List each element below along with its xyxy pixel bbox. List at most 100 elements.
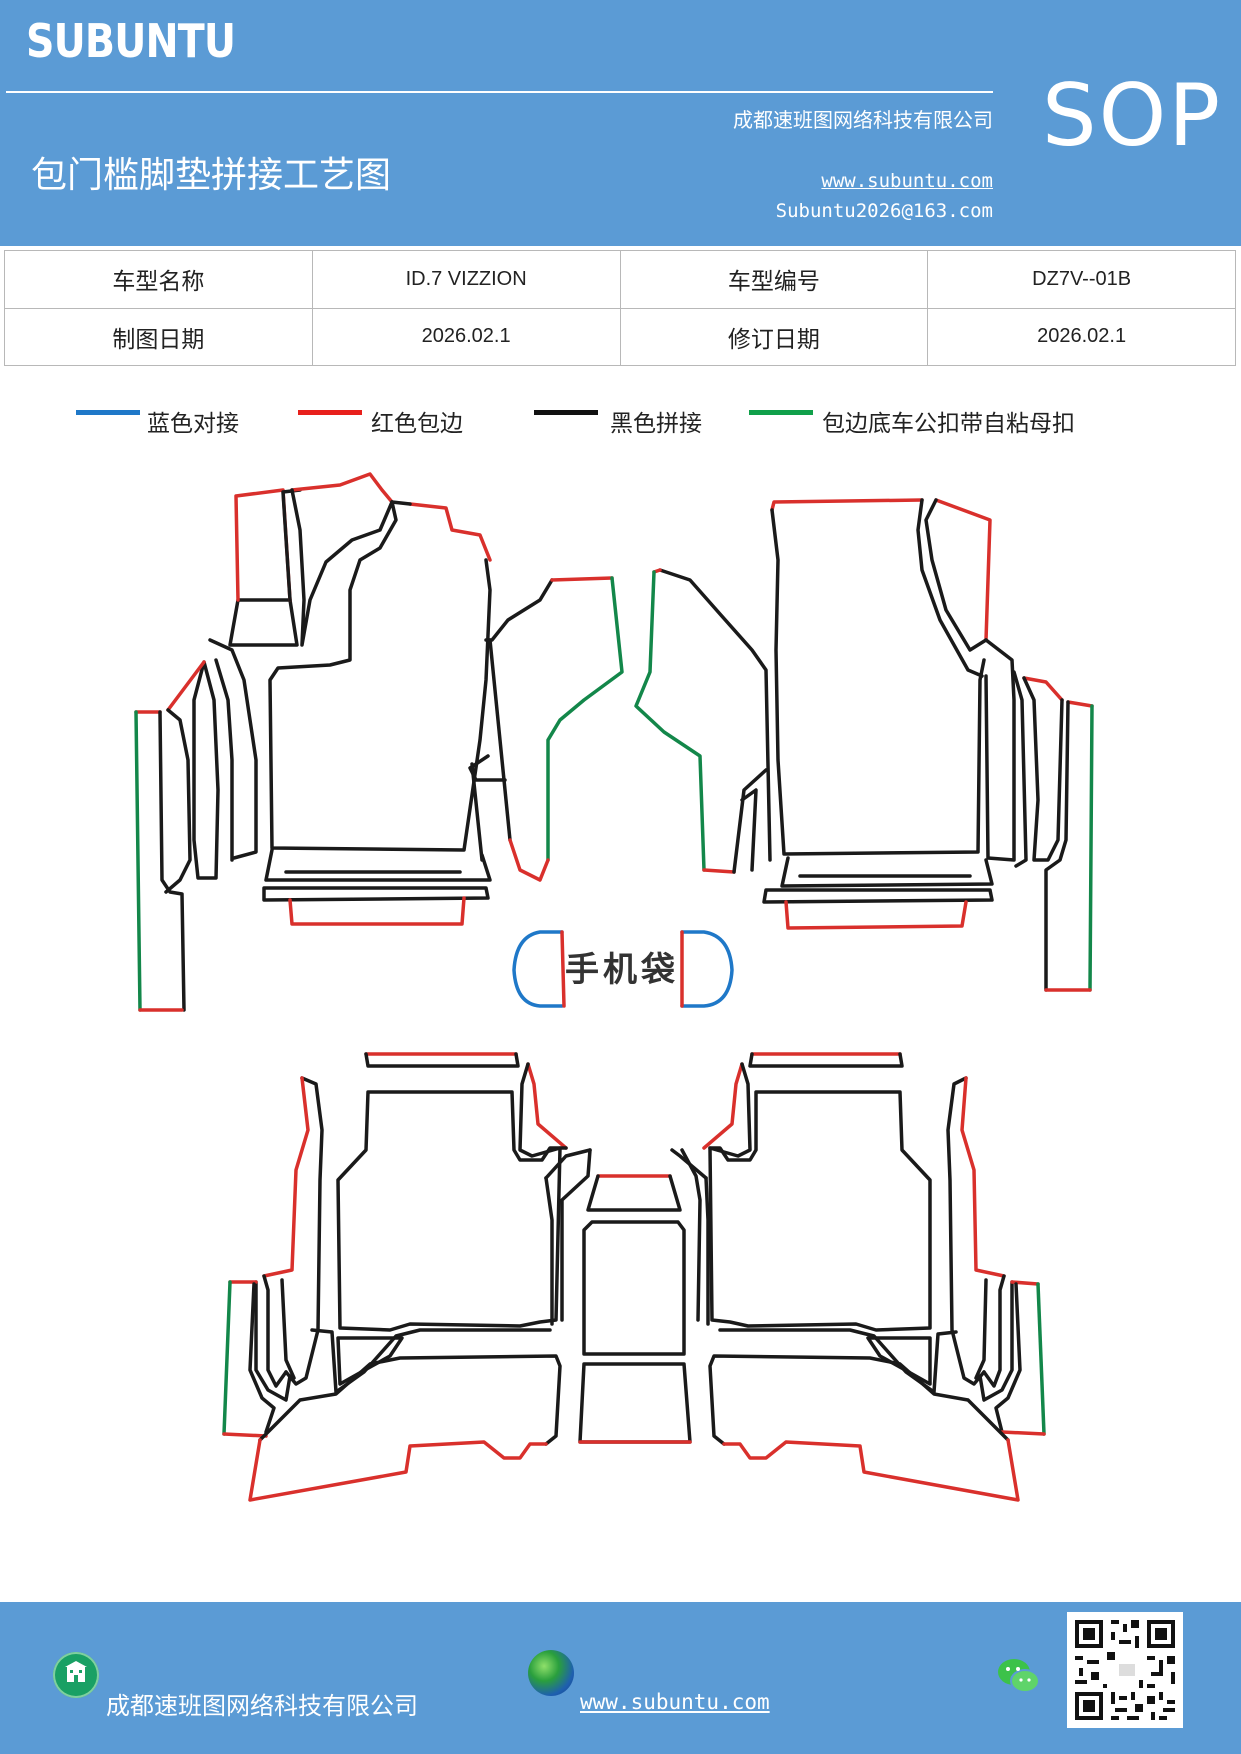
- mat-piece: [934, 498, 992, 642]
- mat-diagram: 手机袋: [134, 472, 1094, 1502]
- mat-piece: [508, 838, 550, 882]
- mat-piece: [658, 568, 772, 862]
- phone-pocket-left: [512, 930, 564, 1008]
- mat-piece: [258, 1354, 562, 1446]
- mat-piece: [1066, 700, 1094, 708]
- mat-piece: [544, 1148, 592, 1180]
- mat-piece: [634, 570, 706, 872]
- legend-label: 黑色拼接: [610, 411, 702, 437]
- mat-piece: [254, 1280, 292, 1402]
- mat-piece: [974, 1278, 988, 1380]
- mat-piece: [544, 1176, 554, 1326]
- mat-piece: [770, 498, 924, 512]
- mat-piece: [740, 788, 758, 872]
- mat-piece: [262, 1274, 288, 1388]
- mat-piece: [484, 578, 554, 642]
- mat-piece: [784, 900, 968, 930]
- mat-piece: [708, 1354, 1010, 1446]
- mat-piece: [526, 1062, 568, 1150]
- mat-piece: [164, 708, 192, 894]
- mat-piece: [670, 1148, 708, 1180]
- mat-piece: [1044, 700, 1070, 992]
- mat-piece: [192, 660, 220, 880]
- mat-piece: [780, 856, 994, 888]
- mat-piece: [284, 1076, 324, 1386]
- mat-piece: [262, 1076, 310, 1278]
- mat-piece: [1088, 704, 1094, 992]
- rear-center-mat: [544, 1148, 710, 1444]
- phone-pocket-left: [560, 930, 566, 1008]
- mat-piece: [264, 848, 492, 882]
- mat-piece: [924, 498, 988, 652]
- mat-piece: [268, 500, 492, 852]
- mat-piece: [984, 638, 1016, 862]
- mat-piece: [546, 576, 624, 862]
- qr-code[interactable]: [1067, 1612, 1183, 1728]
- footer-company-name: 成都速班图网络科技有限公司: [106, 1692, 418, 1720]
- mat-piece: [982, 1274, 1006, 1388]
- mat-piece: [134, 710, 142, 1012]
- header-banner: SUBUNTU SOP 成都速班图网络科技有限公司 包门槛脚垫拼接工艺图 www…: [0, 0, 1241, 246]
- mat-piece: [762, 888, 994, 904]
- globe-icon: [528, 1650, 574, 1696]
- brand-logo: SUBUNTU: [26, 14, 236, 68]
- phone-pocket-right: [680, 930, 734, 1008]
- phone-pocket: 手机袋: [512, 930, 734, 1008]
- mat-piece: [1000, 1430, 1046, 1436]
- mat-piece: [248, 1282, 276, 1434]
- rear-right-mat: [702, 1052, 1046, 1502]
- mat-piece: [680, 1148, 702, 1322]
- mat-piece: [518, 1062, 568, 1158]
- mat-piece: [488, 638, 512, 842]
- mat-piece: [960, 1076, 1006, 1278]
- mat-piece: [290, 488, 394, 647]
- table-cell: 2026.02.1: [927, 307, 1236, 366]
- mat-piece: [718, 1328, 958, 1394]
- mat-piece: [704, 1176, 710, 1326]
- legend-label: 包边底车公扣带自粘母扣: [822, 411, 1075, 437]
- mat-piece: [310, 1328, 552, 1394]
- table-cell: 车型名称: [4, 250, 313, 309]
- legend-swatch: [749, 410, 813, 415]
- mat-piece: [702, 868, 736, 874]
- front-left-mat: [134, 472, 624, 1012]
- mat-piece: [222, 1432, 268, 1438]
- legend-label: 红色包边: [371, 411, 463, 437]
- rear-left-mat: [222, 1052, 568, 1502]
- legend-swatch: [534, 410, 598, 415]
- mat-piece: [582, 1220, 686, 1356]
- mat-piece: [262, 886, 490, 902]
- header-email[interactable]: Subuntu2026@163.com: [775, 200, 993, 222]
- mat-piece: [290, 472, 394, 504]
- mat-piece: [916, 498, 984, 678]
- mat-piece: [1036, 1282, 1046, 1436]
- mat-piece: [770, 508, 986, 856]
- front-right-mat: [634, 498, 1094, 992]
- table-row: 车型名称 ID.7 VIZZION 车型编号 DZ7V--01B: [4, 250, 1236, 309]
- mat-piece: [946, 1076, 986, 1386]
- mat-piece: [234, 488, 292, 602]
- legend-swatch: [76, 410, 140, 415]
- table-cell: 2026.02.1: [311, 307, 621, 366]
- footer-website-link[interactable]: www.subuntu.com: [580, 1690, 770, 1714]
- header-website-link[interactable]: www.subuntu.com: [821, 170, 993, 192]
- mat-piece: [158, 710, 186, 1012]
- mat-piece: [550, 576, 614, 582]
- header-divider: [6, 91, 993, 93]
- mat-piece: [248, 1438, 548, 1502]
- mat-piece: [708, 1062, 752, 1158]
- mat-piece: [578, 1362, 692, 1444]
- mat-piece: [364, 1052, 520, 1068]
- mat-piece: [228, 598, 299, 647]
- table-cell: 制图日期: [4, 307, 313, 366]
- mat-piece: [702, 1062, 744, 1150]
- table-cell: ID.7 VIZZION: [311, 250, 621, 309]
- mat-piece: [586, 1174, 682, 1212]
- mat-piece: [408, 502, 492, 562]
- mat-piece: [214, 658, 234, 862]
- mat-piece: [560, 1148, 592, 1322]
- wechat-icon[interactable]: [996, 1654, 1042, 1698]
- phone-pocket-label: 手机袋: [565, 950, 679, 990]
- mat-piece: [1022, 676, 1064, 702]
- mat-piece: [1022, 676, 1064, 862]
